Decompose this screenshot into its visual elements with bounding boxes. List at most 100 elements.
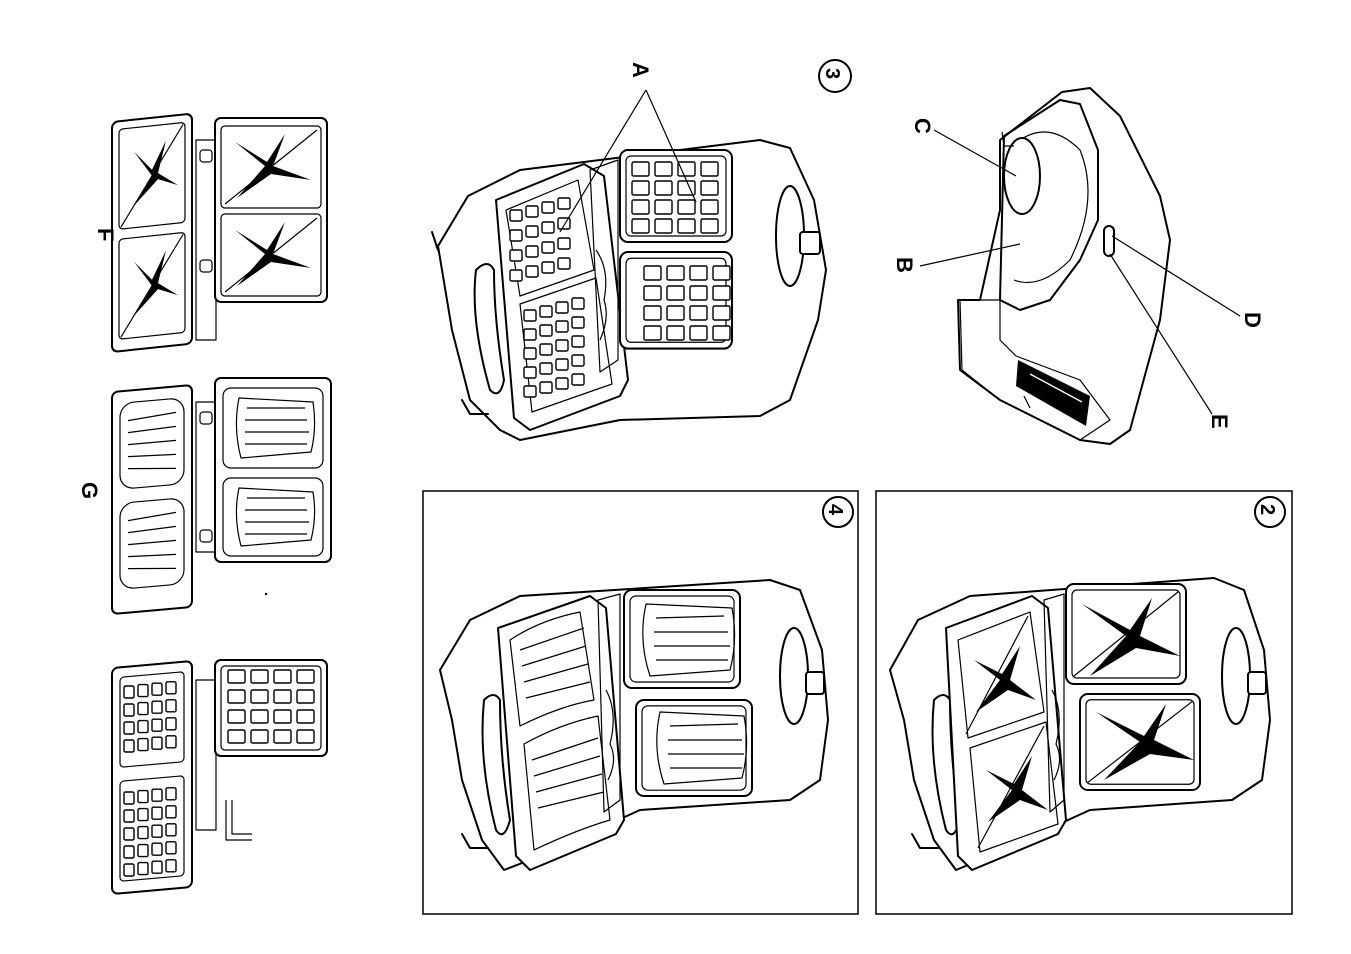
label-a: A: [628, 62, 653, 78]
waffle-cell: [558, 258, 570, 269]
waffle-cell: [572, 317, 584, 328]
waffle-cell: [540, 325, 552, 336]
waffle-cell: [556, 321, 568, 332]
waffle-cell: [124, 864, 134, 876]
waffle-cell: [152, 807, 162, 819]
waffle-cell: [166, 718, 176, 730]
waffle-cell: [124, 740, 134, 752]
waffle-cell: [152, 719, 162, 731]
waffle-cell: [138, 845, 148, 857]
waffle-cell: [152, 701, 162, 713]
waffle-cell: [542, 222, 554, 233]
waffle-cell: [166, 806, 176, 818]
waffle-cell: [542, 242, 554, 253]
waffle-cell: [713, 266, 730, 280]
waffle-cell: [510, 250, 522, 261]
waffle-cell: [251, 670, 268, 683]
waffle-cell: [138, 703, 148, 715]
label-g: G: [77, 482, 102, 499]
waffle-cell: [510, 270, 522, 281]
waffle-cell: [274, 710, 291, 723]
waffle-cell: [138, 685, 148, 697]
waffle-cell: [166, 860, 176, 872]
waffle-cell: [152, 825, 162, 837]
plate-set-f: F: [93, 114, 327, 352]
waffle-cell: [678, 162, 695, 176]
waffle-cell: [540, 382, 552, 393]
waffle-cell: [152, 789, 162, 801]
waffle-cell: [644, 266, 661, 280]
waffle-cell: [124, 704, 134, 716]
waffle-cell: [556, 378, 568, 389]
waffle-cell: [251, 710, 268, 723]
waffle-cell: [138, 791, 148, 803]
waffle-cell: [228, 670, 245, 683]
label-f: F: [93, 228, 118, 241]
waffle-cell: [556, 340, 568, 351]
figure-3-waffle-maker: [432, 140, 826, 440]
waffle-cell: [228, 690, 245, 703]
waffle-cell: [690, 266, 707, 280]
waffle-cell: [540, 306, 552, 317]
label-d: D: [1240, 312, 1265, 328]
waffle-cell: [166, 736, 176, 748]
waffle-cell: [667, 266, 684, 280]
handle-c: [1004, 138, 1040, 214]
closed-appliance: [958, 88, 1170, 444]
waffle-cell: [690, 286, 707, 300]
waffle-cell: [644, 286, 661, 300]
waffle-cell: [632, 219, 649, 233]
waffle-cell: [152, 737, 162, 749]
waffle-cell: [701, 200, 718, 214]
waffle-cell: [138, 827, 148, 839]
waffle-cell: [713, 306, 730, 320]
waffle-cell: [542, 202, 554, 213]
waffle-cell: [297, 730, 314, 743]
waffle-cell: [556, 302, 568, 313]
waffle-cell: [526, 246, 538, 257]
waffle-cell: [644, 306, 661, 320]
waffle-cell: [526, 206, 538, 217]
label-e: E: [1207, 414, 1232, 429]
waffle-cell: [540, 363, 552, 374]
waffle-cell: [701, 219, 718, 233]
waffle-cell: [572, 355, 584, 366]
waffle-cell: [274, 690, 291, 703]
waffle-cell: [297, 690, 314, 703]
waffle-cell: [667, 286, 684, 300]
waffle-cell: [228, 710, 245, 723]
waffle-cell: [655, 200, 672, 214]
waffle-cell: [166, 700, 176, 712]
waffle-cell: [152, 861, 162, 873]
waffle-cell: [510, 210, 522, 221]
waffle-cell: [713, 326, 730, 340]
waffle-cell: [166, 788, 176, 800]
waffle-cell: [524, 386, 536, 397]
figure-4-number: 4: [824, 504, 846, 516]
waffle-cell: [690, 326, 707, 340]
waffle-cell: [166, 682, 176, 694]
figure-2-sandwich-maker: [890, 578, 1270, 870]
waffle-cell: [166, 842, 176, 854]
figure-2-number: 2: [1256, 504, 1278, 515]
waffle-cell: [701, 181, 718, 195]
indicator-light-d: [1104, 226, 1114, 256]
waffle-cell: [572, 374, 584, 385]
waffle-cell: [251, 730, 268, 743]
waffle-cell: [667, 326, 684, 340]
waffle-cell: [124, 810, 134, 822]
waffle-cell: [667, 306, 684, 320]
waffle-cell: [124, 686, 134, 698]
waffle-cell: [632, 181, 649, 195]
waffle-cell: [138, 739, 148, 751]
waffle-cell: [572, 298, 584, 309]
plate-set-waffle: [112, 660, 327, 894]
waffle-cell: [166, 824, 176, 836]
waffle-cell: [274, 730, 291, 743]
waffle-cell: [655, 181, 672, 195]
waffle-cell: [558, 218, 570, 229]
waffle-cell: [124, 846, 134, 858]
waffle-cell: [524, 348, 536, 359]
waffle-cell: [138, 863, 148, 875]
waffle-cell: [152, 683, 162, 695]
